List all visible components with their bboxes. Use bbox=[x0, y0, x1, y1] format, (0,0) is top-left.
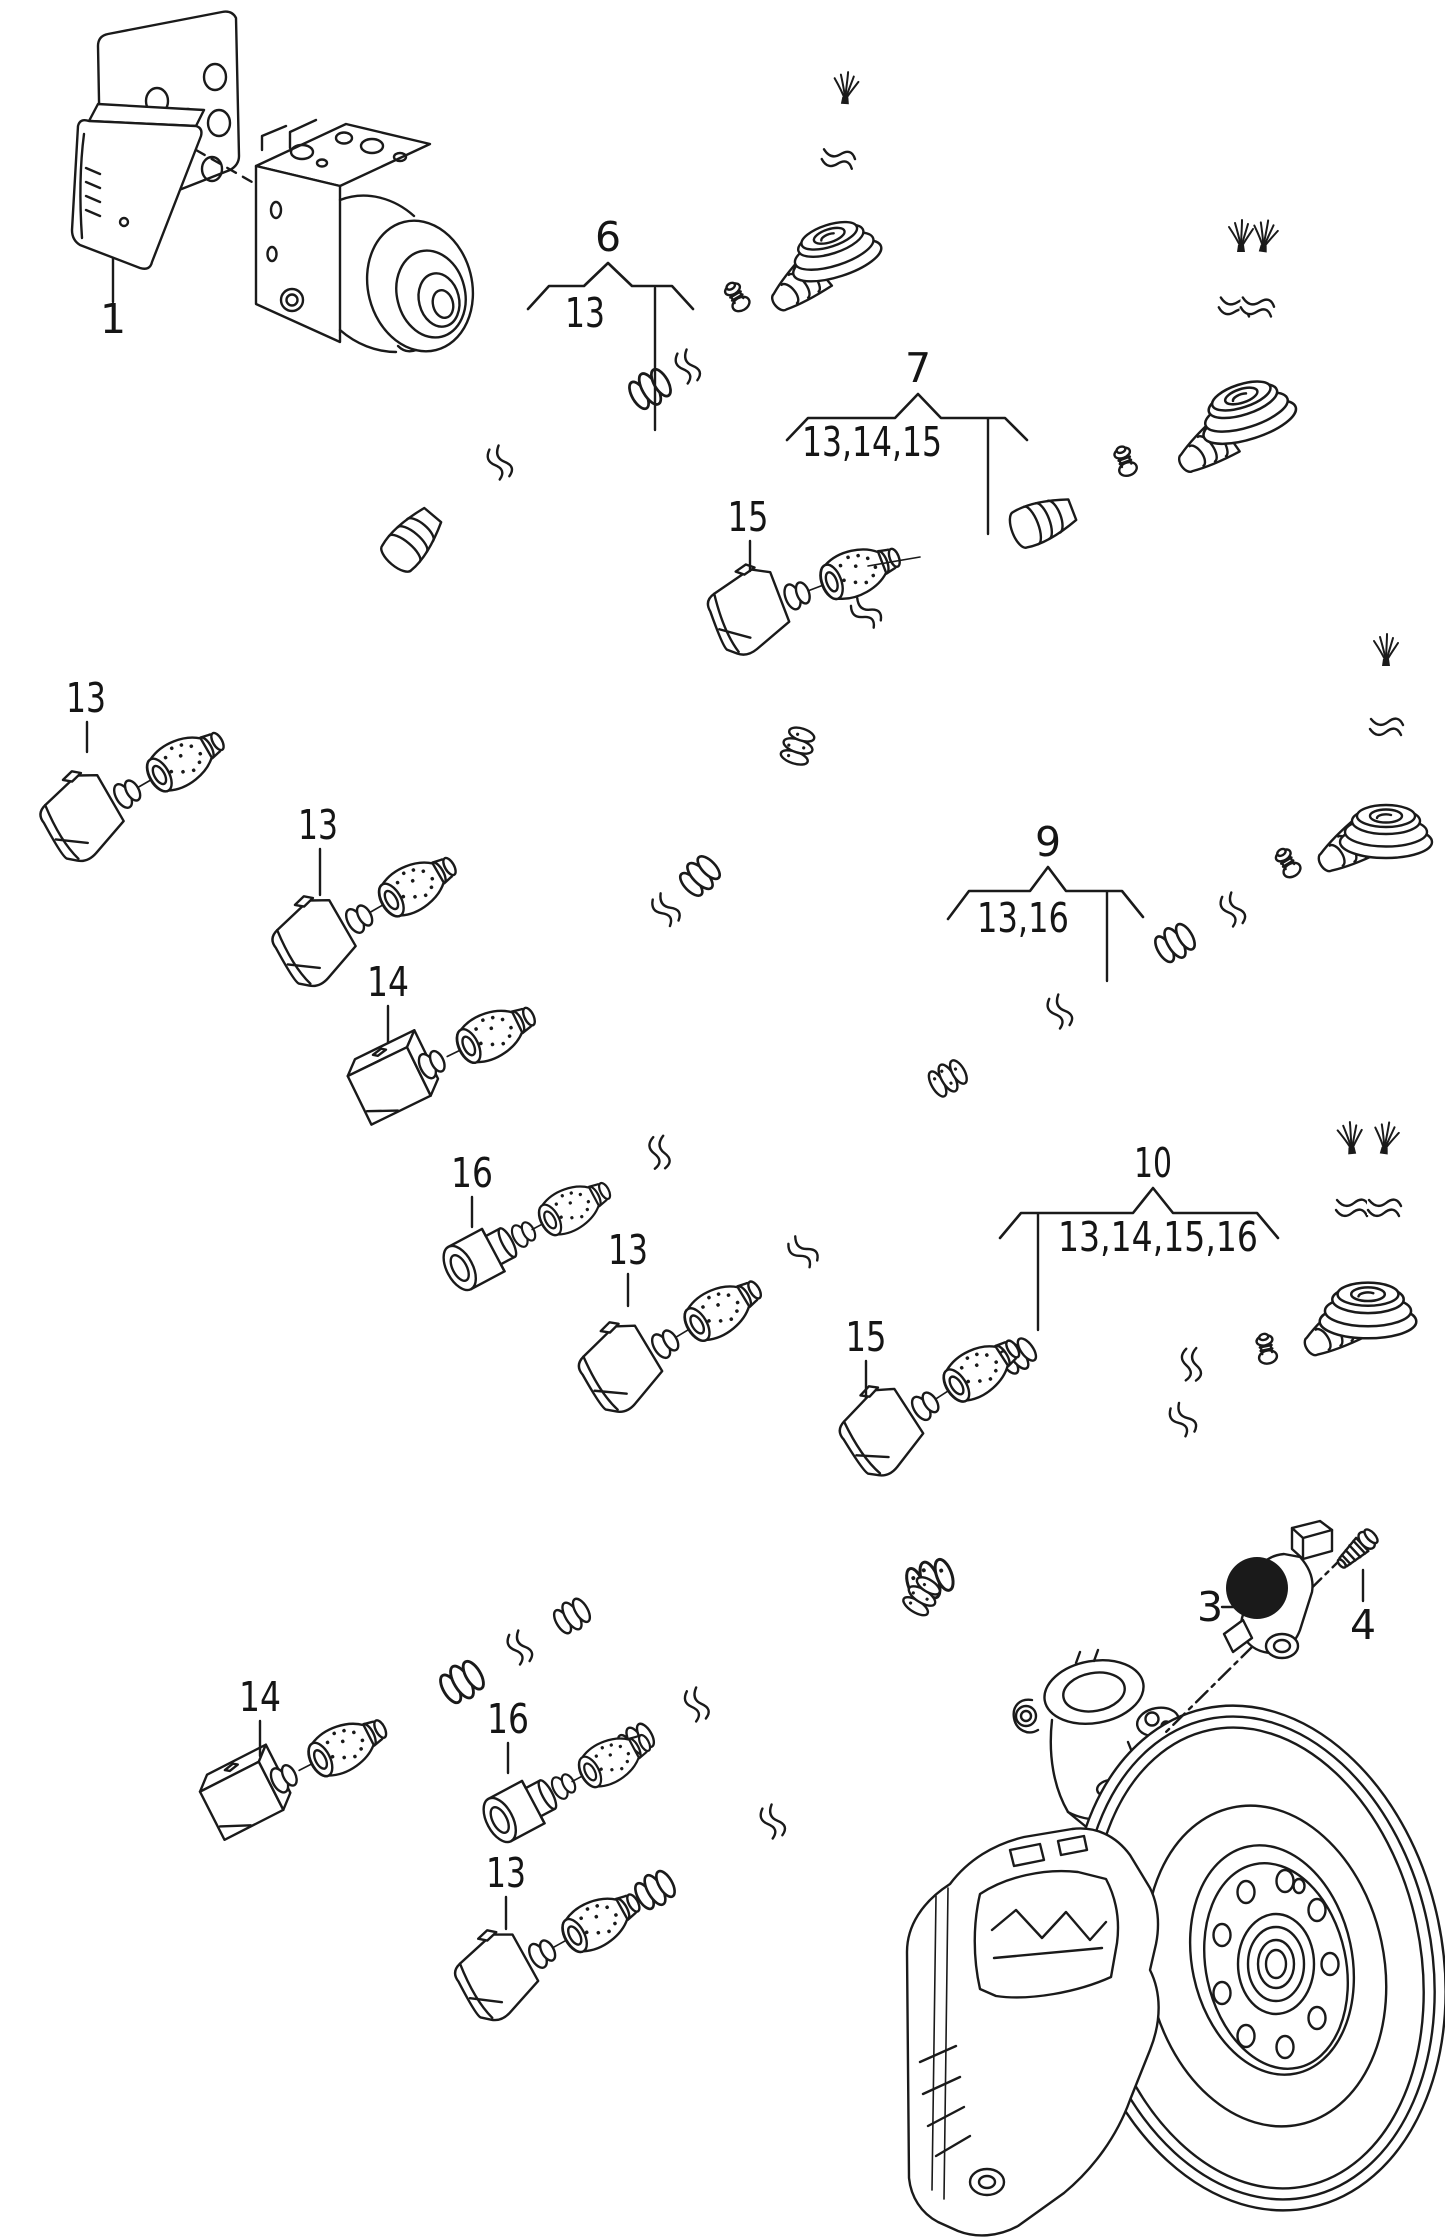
connector-13-harness10 bbox=[443, 1860, 655, 2029]
wheel-speed-sensor bbox=[1222, 1519, 1334, 1660]
sensor-bolt bbox=[1336, 1528, 1379, 1569]
bracket-num-6[interactable]: 6 bbox=[595, 213, 621, 261]
callout-labels: 1 3 4 6 13 7 13,14,15 9 13,16 10 13,14,1… bbox=[66, 213, 1376, 1897]
label-14-h7[interactable]: 14 bbox=[367, 958, 409, 1006]
highlight-dot bbox=[1226, 1557, 1288, 1619]
brake-disc bbox=[1069, 1704, 1445, 2212]
callout-abs-unit[interactable]: 1 bbox=[100, 295, 126, 343]
harness-connectors bbox=[28, 512, 1037, 2028]
bracket-parts-7[interactable]: 13,14,15 bbox=[802, 418, 942, 466]
grommet-front-right bbox=[1190, 368, 1303, 455]
connector-13-harness6 bbox=[28, 699, 240, 870]
callout-bolt[interactable]: 4 bbox=[1350, 1601, 1376, 1649]
label-16-h10[interactable]: 16 bbox=[487, 1695, 529, 1743]
bulkhead-grommets bbox=[760, 70, 1434, 1369]
bracket-parts-9[interactable]: 13,16 bbox=[977, 894, 1069, 942]
abs-control-unit bbox=[70, 10, 475, 354]
bracket-parts-10[interactable]: 13,14,15,16 bbox=[1058, 1213, 1258, 1261]
cable-fittings bbox=[375, 277, 1305, 1915]
grommet-front-left bbox=[780, 209, 888, 292]
connector-14-harness10 bbox=[195, 1693, 397, 1840]
label-13-h10[interactable]: 13 bbox=[486, 1849, 526, 1897]
leader-lines bbox=[85, 256, 1365, 1931]
brake-disc-assembly bbox=[905, 1554, 1445, 2237]
callout-sensor[interactable]: 3 bbox=[1197, 1583, 1223, 1631]
bracket-num-7[interactable]: 7 bbox=[905, 344, 931, 392]
bracket-shapes bbox=[526, 261, 1280, 1240]
bracket-num-10[interactable]: 10 bbox=[1134, 1139, 1172, 1187]
sensor-alignment-line bbox=[1162, 1554, 1346, 1736]
brake-caliper bbox=[905, 1827, 1160, 2237]
bracket-num-9[interactable]: 9 bbox=[1035, 818, 1061, 866]
label-13-h9[interactable]: 13 bbox=[608, 1226, 648, 1274]
label-15-h7[interactable]: 15 bbox=[728, 493, 769, 541]
label-13-h6[interactable]: 13 bbox=[66, 674, 106, 722]
grommet-rear-right bbox=[1318, 1281, 1418, 1340]
label-16-h9[interactable]: 16 bbox=[451, 1149, 493, 1197]
bracket-parts-6[interactable]: 13 bbox=[565, 289, 605, 337]
label-13-h7[interactable]: 13 bbox=[298, 801, 338, 849]
label-14-h10[interactable]: 14 bbox=[239, 1673, 281, 1721]
grommet-rear-left bbox=[1338, 803, 1434, 860]
connector-13-harness9 bbox=[566, 1247, 777, 1420]
label-15-h10[interactable]: 15 bbox=[846, 1313, 887, 1361]
